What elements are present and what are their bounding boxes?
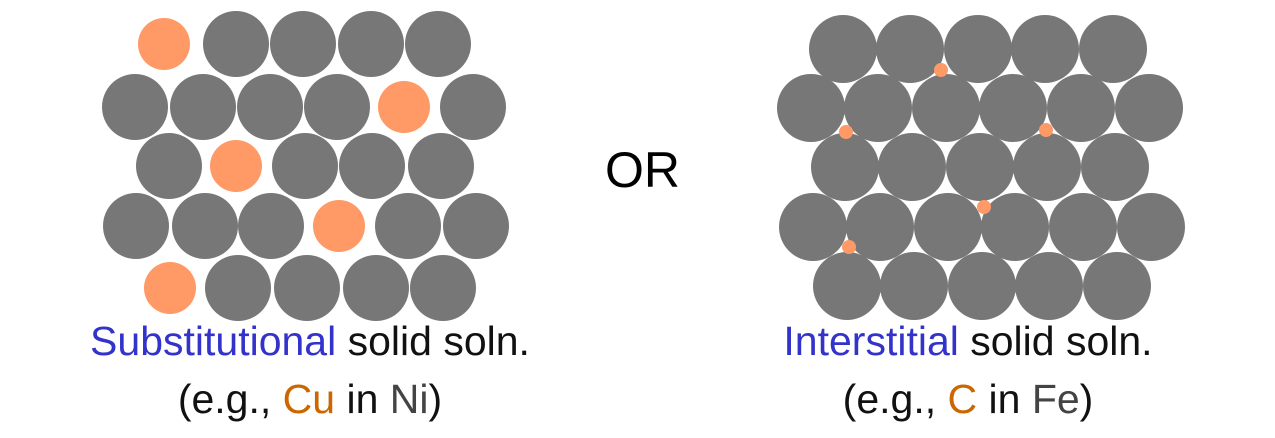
host-atom — [405, 11, 471, 77]
host-atom — [172, 193, 238, 259]
host-atom — [339, 133, 405, 199]
host-atom — [779, 193, 847, 261]
interstitial-lattice — [777, 15, 1185, 320]
host-atom — [1083, 252, 1151, 320]
host-atom — [809, 15, 877, 83]
interstitial-example-open: (e.g., — [842, 376, 948, 422]
substitutional-impurity-atom — [210, 140, 262, 192]
or-separator: OR — [605, 142, 680, 198]
host-atom — [1049, 193, 1117, 261]
host-atom — [443, 193, 509, 259]
interstitial-impurity-atom — [977, 200, 991, 214]
host-atom — [1079, 15, 1147, 83]
host-atom — [237, 74, 303, 140]
substitutional-example-open: (e.g., — [177, 376, 283, 422]
substitutional-lattice — [102, 11, 509, 321]
host-atom — [408, 133, 474, 199]
host-atom — [343, 255, 409, 321]
substitutional-caption-rest: solid soln. — [336, 318, 530, 364]
host-atom — [880, 252, 948, 320]
host-atom — [1011, 15, 1079, 83]
host-atom — [338, 11, 404, 77]
host-atom — [1015, 252, 1083, 320]
substitutional-impurity-atom — [378, 81, 430, 133]
host-atom — [102, 74, 168, 140]
substitutional-impurity-atom — [313, 200, 365, 252]
interstitial-impurity-atom — [1039, 123, 1053, 137]
substitutional-example-middle: in — [335, 376, 390, 422]
interstitial-caption: Interstitial solid soln. — [668, 316, 1268, 366]
host-atom — [375, 193, 441, 259]
host-atom — [948, 252, 1016, 320]
host-atom — [878, 133, 946, 201]
interstitial-caption-rest: solid soln. — [958, 318, 1153, 364]
interstitial-impurity-atom — [842, 240, 856, 254]
host-atom — [410, 255, 476, 321]
host-atom — [440, 74, 506, 140]
substitutional-solute: Cu — [282, 376, 336, 422]
host-atom — [914, 193, 982, 261]
host-atom — [170, 74, 236, 140]
interstitial-impurity-atom — [839, 125, 853, 139]
substitutional-keyword: Substitutional — [90, 318, 337, 364]
interstitial-example-close: ) — [1079, 376, 1094, 422]
interstitial-impurity-atom — [934, 63, 948, 77]
host-atom — [272, 133, 338, 199]
host-atom — [270, 11, 336, 77]
substitutional-example: (e.g., Cu in Ni) — [0, 374, 620, 424]
host-atom — [844, 74, 912, 142]
host-atom — [274, 255, 340, 321]
interstitial-keyword: Interstitial — [783, 318, 959, 364]
host-atom — [1047, 74, 1115, 142]
host-atom — [944, 15, 1012, 83]
host-atom — [103, 193, 169, 259]
substitutional-caption: Substitutional solid soln. — [0, 316, 620, 366]
host-atom — [205, 255, 271, 321]
host-atom — [813, 252, 881, 320]
host-atom — [238, 193, 304, 259]
substitutional-solvent: Ni — [389, 376, 429, 422]
host-atom — [912, 74, 980, 142]
substitutional-example-close: ) — [428, 376, 443, 422]
host-atom — [846, 193, 914, 261]
interstitial-example-middle: in — [977, 376, 1032, 422]
host-atom — [136, 133, 202, 199]
host-atom — [811, 133, 879, 201]
host-atom — [1081, 133, 1149, 201]
host-atom — [203, 11, 269, 77]
interstitial-solute: C — [947, 376, 978, 422]
host-atom — [946, 133, 1014, 201]
substitutional-impurity-atom — [144, 262, 196, 314]
host-atom — [981, 193, 1049, 261]
substitutional-impurity-atom — [138, 18, 190, 70]
host-atom — [1117, 193, 1185, 261]
host-atom — [979, 74, 1047, 142]
host-atom — [876, 15, 944, 83]
interstitial-solvent: Fe — [1031, 376, 1080, 422]
host-atom — [777, 74, 845, 142]
interstitial-example: (e.g., C in Fe) — [668, 374, 1268, 424]
host-atom — [304, 74, 370, 140]
host-atom — [1115, 74, 1183, 142]
host-atom — [1013, 133, 1081, 201]
